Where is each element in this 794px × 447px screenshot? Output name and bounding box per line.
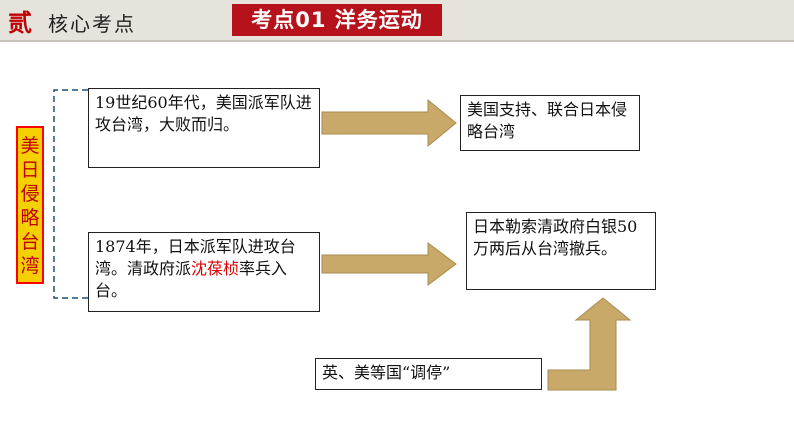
- arrow-us: [321, 98, 457, 148]
- box-japan-result: 日本勒索清政府白银50万两后从台湾撤兵。: [466, 212, 656, 290]
- us-result-text: 美国支持、联合日本侵略台湾: [467, 100, 628, 141]
- box-mediation: 英、美等国“调停”: [315, 358, 542, 390]
- japan-event-name: 沈葆桢: [191, 259, 240, 278]
- topic-tag: 考点01 洋务运动: [232, 4, 442, 36]
- section-number: 贰: [8, 8, 32, 37]
- side-label: 美日侵略台湾: [16, 126, 44, 284]
- box-us-event: 19世纪60年代，美国派军队进攻台湾，大败而归。: [88, 88, 320, 168]
- arrow-japan: [321, 242, 457, 286]
- japan-result-text: 日本勒索清政府白银50万两后从台湾撤兵。: [473, 217, 638, 258]
- section-title: 核心考点: [48, 12, 136, 36]
- box-us-result: 美国支持、联合日本侵略台湾: [460, 95, 640, 151]
- side-label-text: 美日侵略台湾: [20, 135, 40, 277]
- japan-event-pre: 1874年，日本派军队进攻台湾。清政府派: [95, 237, 296, 278]
- mediation-text: 英、美等国“调停”: [322, 363, 451, 382]
- arrow-mediation: [547, 297, 632, 391]
- bracket-line: [53, 89, 88, 299]
- japan-event-post: 率兵入台。: [95, 259, 288, 300]
- header-divider: [0, 40, 794, 42]
- us-event-text: 19世纪60年代，美国派军队进攻台湾，大败而归。: [95, 93, 312, 134]
- header-bar: 贰 核心考点 考点01 洋务运动: [0, 0, 794, 40]
- box-japan-event: 1874年，日本派军队进攻台湾。清政府派沈葆桢率兵入台。: [88, 232, 320, 312]
